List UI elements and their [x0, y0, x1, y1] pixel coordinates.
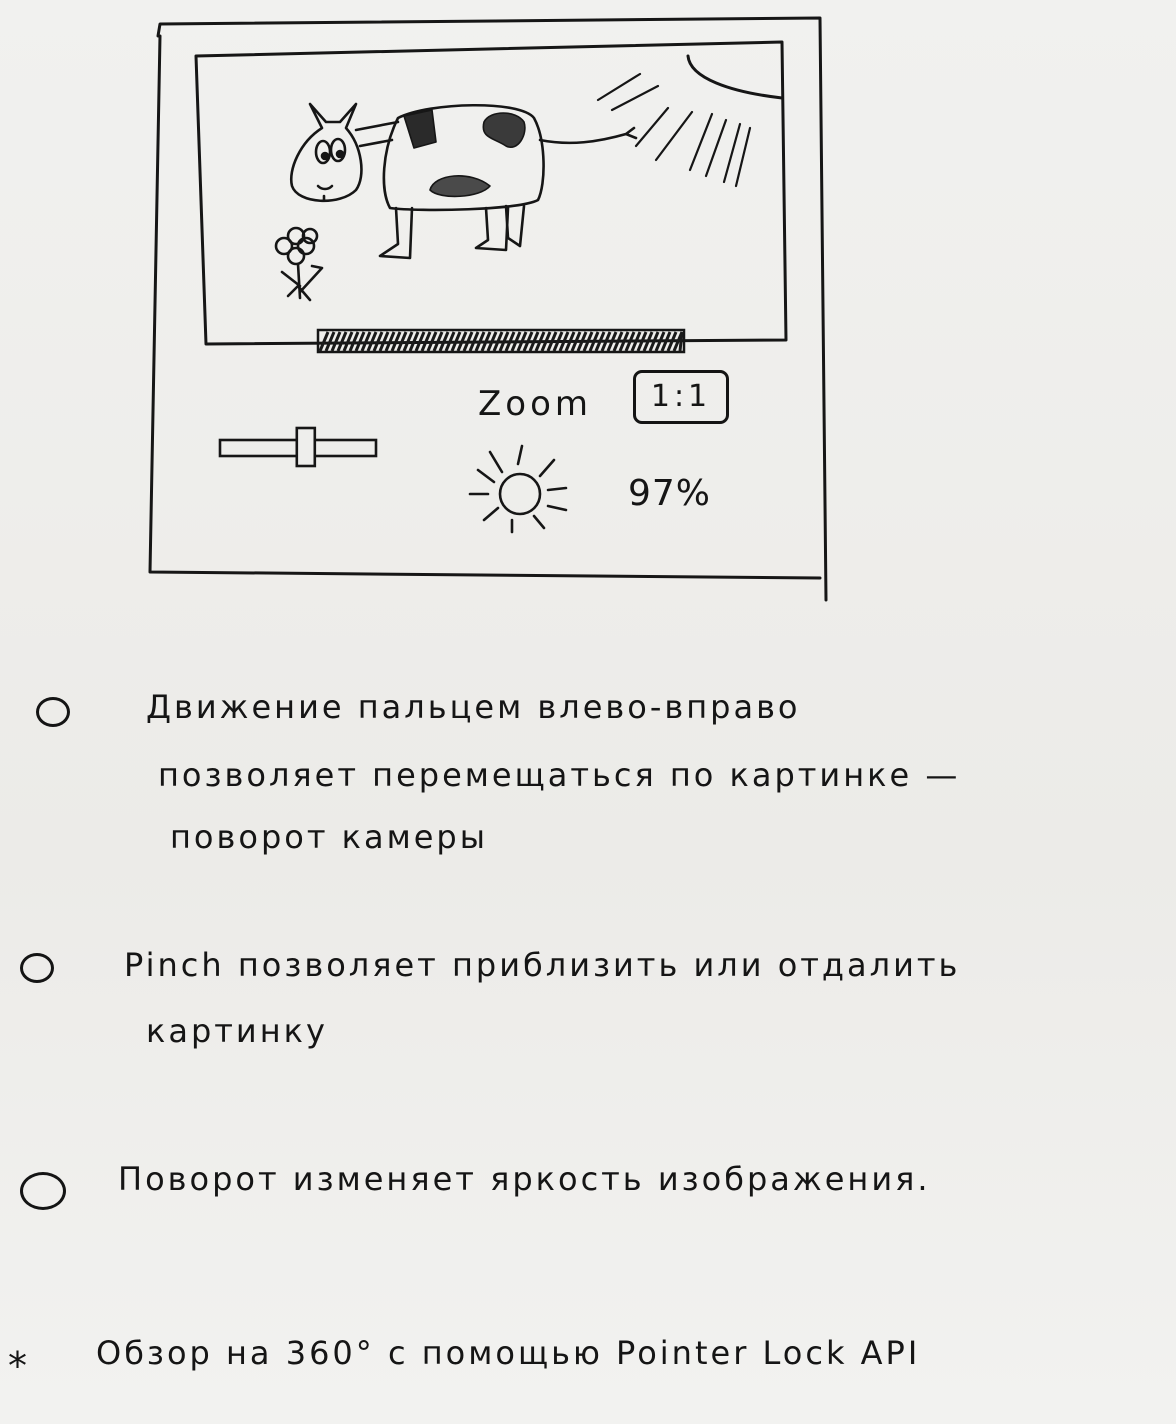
scrollbar-hatch-stroke [630, 331, 642, 352]
scrollbar-hatch-stroke [408, 331, 420, 352]
scrollbar-hatch-stroke [396, 331, 408, 352]
scrollbar-hatch-stroke [336, 331, 348, 352]
scrollbar-hatch-stroke [474, 331, 486, 352]
scrollbar-hatch-stroke [648, 331, 660, 352]
scrollbar-hatch-stroke [510, 331, 522, 352]
scrollbar-hatch-stroke [498, 331, 510, 352]
image-viewport [194, 40, 788, 346]
zoom-ratio-button[interactable]: 1:1 [633, 370, 729, 424]
sun-icon [686, 54, 784, 100]
scrollbar-hatch-stroke [594, 331, 606, 352]
scrollbar-hatch-stroke [372, 331, 384, 352]
device-frame [148, 16, 828, 602]
scrollbar-hatch-stroke [636, 331, 648, 352]
scrollbar-hatch-stroke [570, 331, 582, 352]
scrollbar-hatch-stroke [546, 331, 558, 352]
scrollbar-hatch-stroke [576, 331, 588, 352]
scrollbar-hatch-stroke [366, 331, 378, 352]
scrollbar-hatch-stroke [462, 331, 474, 352]
note-2-line-2: картинку [146, 1012, 328, 1050]
scrollbar-hatch-stroke [432, 331, 444, 352]
scrollbar-hatch-stroke [504, 331, 516, 352]
scrollbar-hatch-stroke [492, 331, 504, 352]
scrollbar-hatch-stroke [600, 331, 612, 352]
scrollbar-hatch-stroke [654, 331, 666, 352]
note-2-line-1: Pinch позволяет приблизить или отдалить [124, 946, 961, 984]
scrollbar-hatch-stroke [456, 331, 468, 352]
scrollbar-hatch-stroke [612, 331, 624, 352]
scrollbar-hatch-stroke [342, 331, 354, 352]
circle-bullet-icon [20, 1172, 66, 1210]
scrollbar-hatch-stroke [438, 331, 450, 352]
scrollbar-hatch-stroke [558, 331, 570, 352]
note-4-line-1: Обзор на 360° с помощью Pointer Lock API [96, 1334, 921, 1372]
wireframe-sketch [148, 16, 828, 602]
note-1-line-3: поворот камеры [170, 818, 488, 856]
scrollbar-hatch-stroke [360, 331, 372, 352]
brightness-value: 97% [628, 473, 712, 514]
scrollbar-hatch-stroke [414, 331, 426, 352]
brightness-icon [468, 444, 568, 534]
scrollbar-hatch-stroke [330, 331, 342, 352]
scrollbar-hatch-stroke [618, 331, 630, 352]
scrollbar-hatch-stroke [324, 331, 336, 352]
scrollbar-hatch-stroke [540, 331, 552, 352]
slider-thumb [295, 426, 317, 468]
scrollbar-hatch-stroke [582, 331, 594, 352]
scrollbar-hatch-stroke [516, 331, 528, 352]
scrollbar-hatch-stroke [480, 331, 492, 352]
scrollbar-hatch-stroke [564, 331, 576, 352]
scrollbar-hatch-stroke [450, 331, 462, 352]
zoom-label: Zoom [478, 384, 593, 424]
scrollbar-hatch-stroke [390, 331, 402, 352]
scrollbar-hatch-stroke [534, 331, 546, 352]
scrollbar-hatch-stroke [552, 331, 564, 352]
scrollbar-hatch-stroke [354, 331, 366, 352]
scrollbar-hatch-stroke [378, 331, 390, 352]
scrollbar-hatch-stroke [588, 331, 600, 352]
scrollbar-hatch-stroke [606, 331, 618, 352]
scrollbar-hatch-stroke [444, 331, 456, 352]
star-mark: * [8, 1344, 30, 1388]
flower-drawing [274, 226, 324, 302]
scrollbar-hatch-stroke [678, 331, 684, 352]
scrollbar-hatch-stroke [528, 331, 540, 352]
scrollbar-hatch-stroke [468, 331, 480, 352]
scrollbar-hatch-stroke [402, 331, 414, 352]
note-1-line-1: Движение пальцем влево-вправо [146, 688, 801, 726]
scrollbar-hatch-stroke [348, 331, 360, 352]
scrollbar-hatch-stroke [624, 331, 636, 352]
scrollbar-hatch-stroke [426, 331, 438, 352]
note-1-line-2: позволяет перемещаться по картинке — [158, 756, 961, 794]
scrollbar-hatch-stroke [660, 331, 672, 352]
note-3-line-1: Поворот изменяет яркость изображения. [118, 1160, 931, 1198]
circle-bullet-icon [20, 953, 54, 983]
brightness-slider[interactable] [218, 426, 378, 468]
scrollbar-hatch-stroke [318, 331, 330, 352]
circle-bullet-icon [36, 697, 70, 727]
scrollbar-hatch-stroke [486, 331, 498, 352]
scrollbar-hatch-stroke [522, 331, 534, 352]
cow-drawing [274, 102, 638, 302]
scrollbar-hatch-stroke [642, 331, 654, 352]
scrollbar-hatch-stroke [666, 331, 678, 352]
scrollbar-hatch-stroke [420, 331, 432, 352]
scrollbar-hatch-stroke [384, 331, 396, 352]
image-scrollbar[interactable] [316, 328, 686, 354]
